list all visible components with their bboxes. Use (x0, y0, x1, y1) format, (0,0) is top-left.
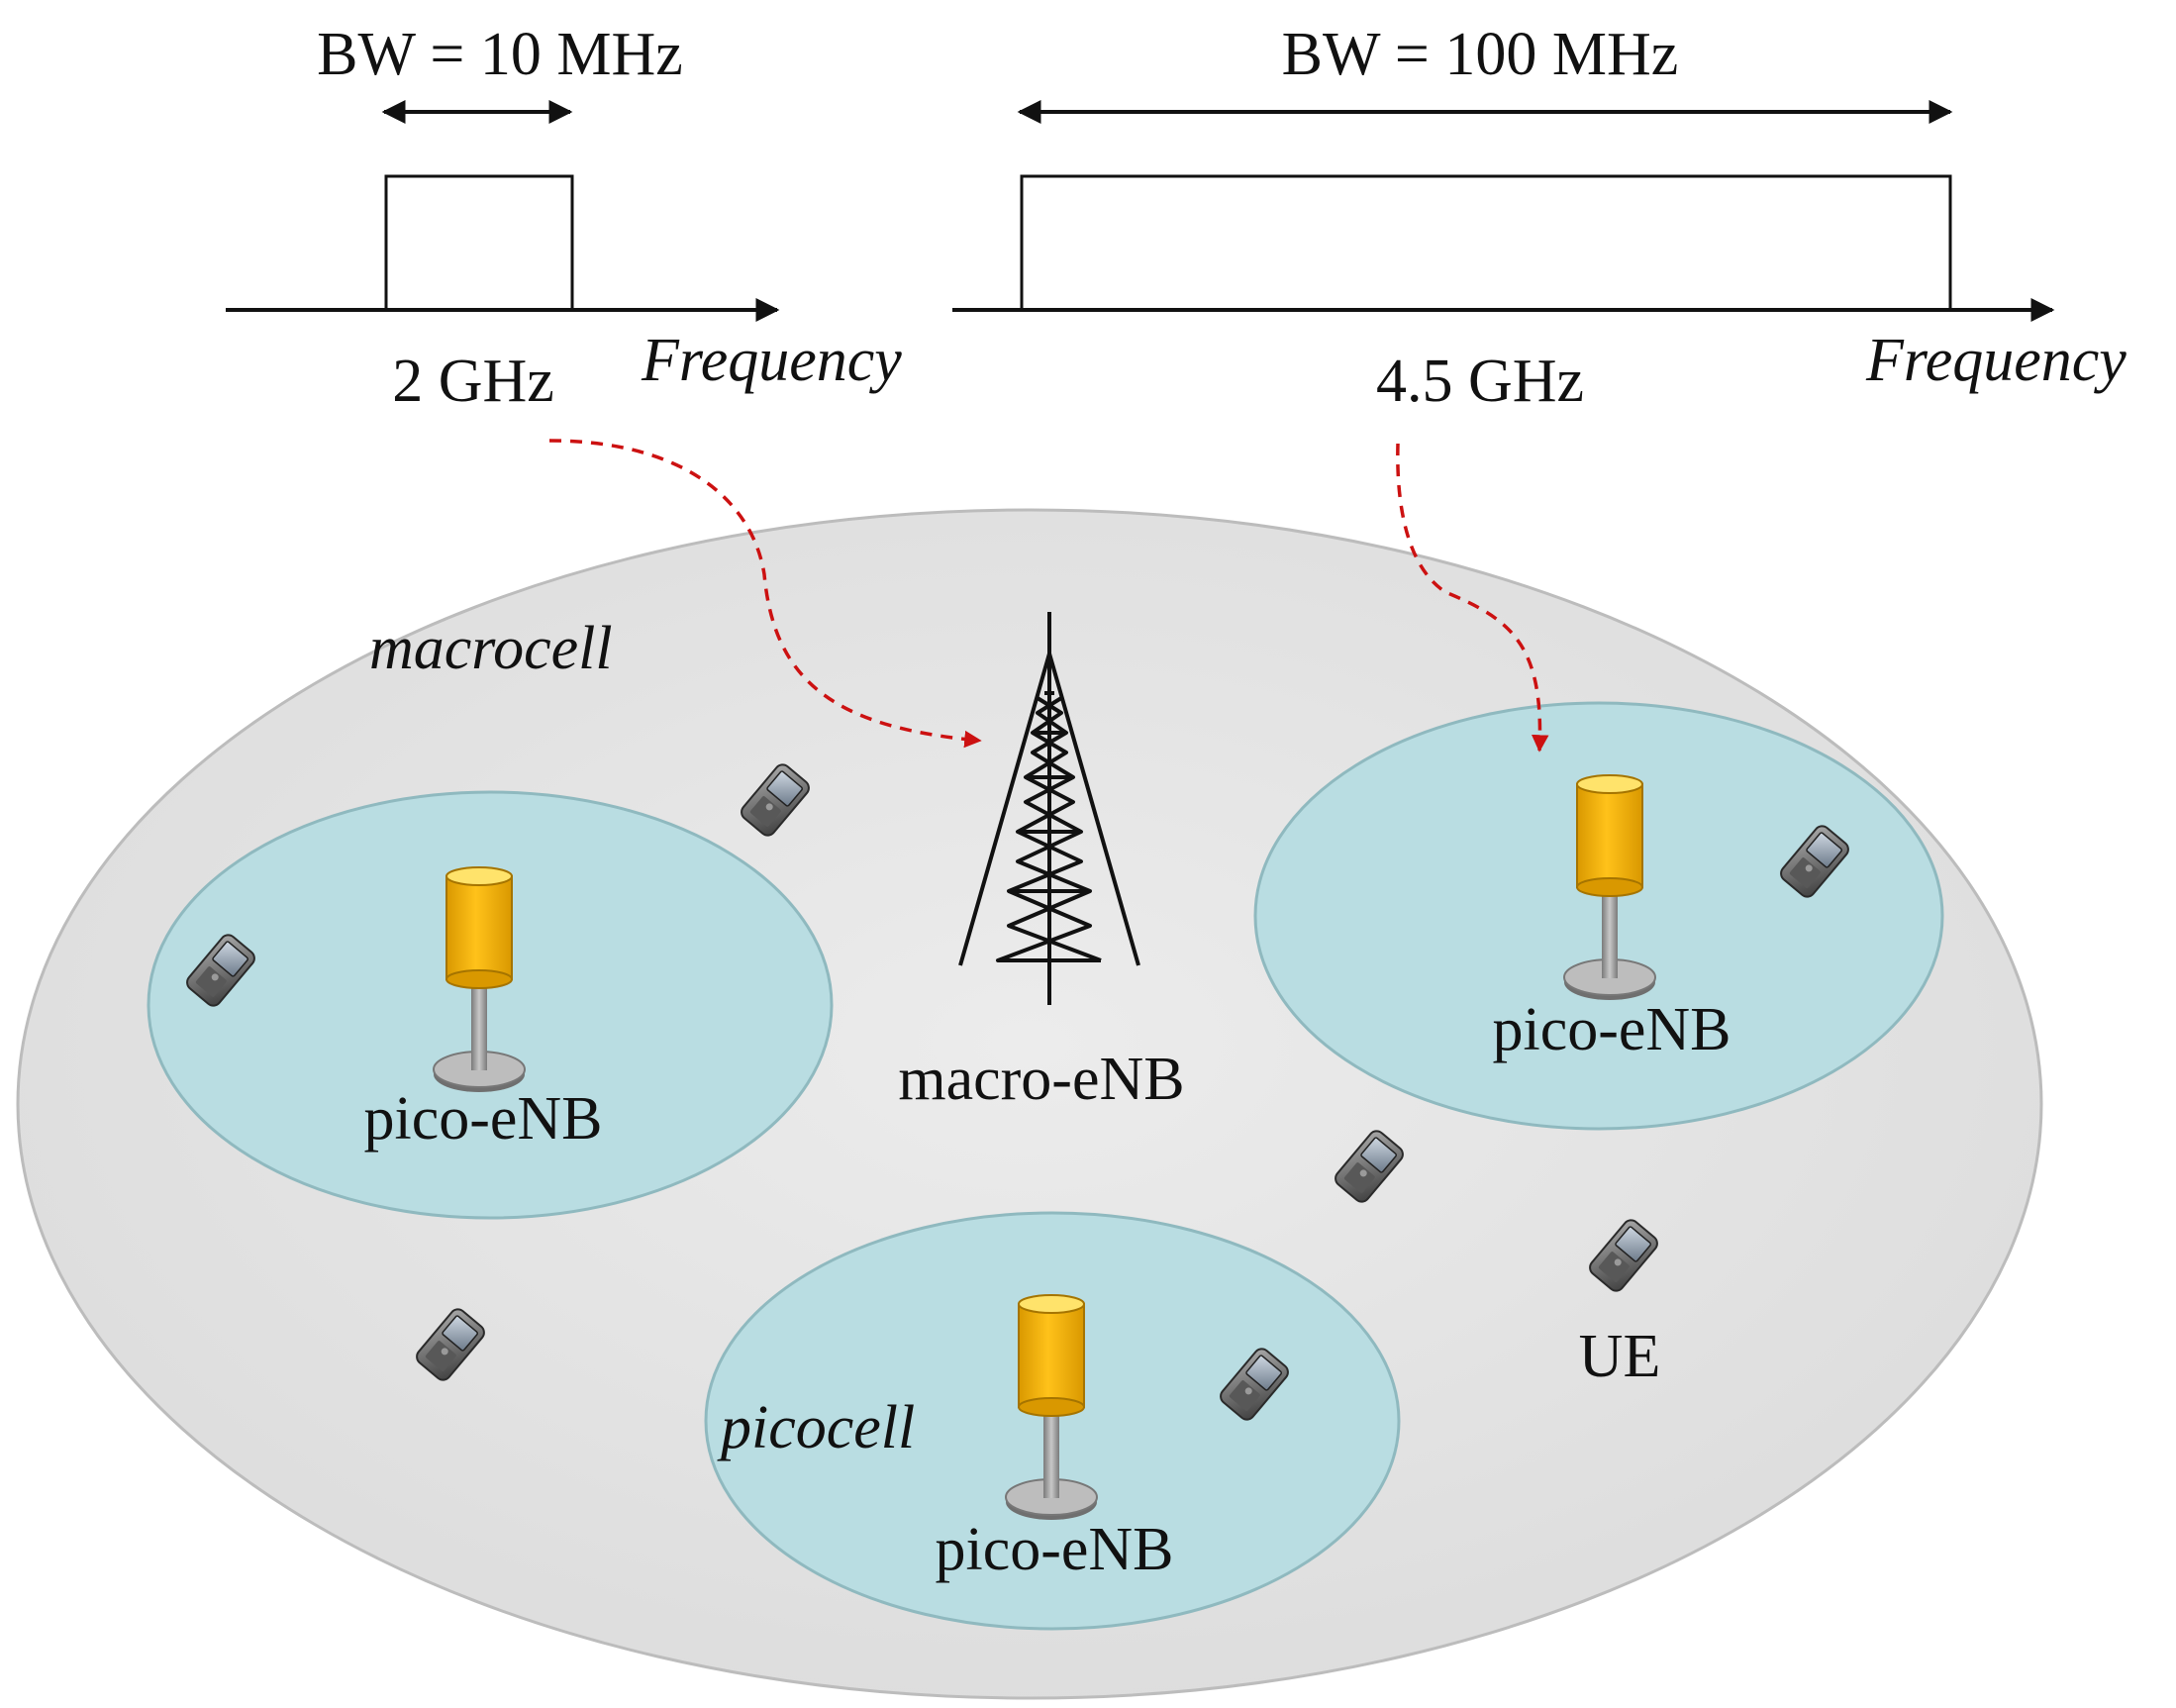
macrocell-label: macrocell (369, 615, 613, 682)
pico-antenna-icon (433, 866, 526, 1093)
frequency-axis-label-left: Frequency (641, 327, 902, 394)
bandwidth-label-right: BW = 100 MHz (1282, 21, 1679, 88)
spectrum-block-left (384, 174, 574, 309)
carrier-arrow-4-5ghz (1396, 443, 1549, 753)
carrier-label-right: 4.5 GHz (1376, 348, 1584, 415)
pico-enb-bottom-label: pico-eNB (935, 1516, 1173, 1583)
pico-enb-left-label: pico-eNB (363, 1085, 602, 1153)
spectrum-block-right (1020, 174, 1952, 309)
picocell-label: picocell (717, 1394, 915, 1461)
macro-enb-label: macro-eNB (898, 1046, 1184, 1113)
pico-antenna-icon (1563, 774, 1656, 1001)
pico-enb-right-label: pico-eNB (1492, 996, 1731, 1063)
ue-label: UE (1579, 1323, 1661, 1390)
carrier-arrow-2ghz (548, 439, 982, 749)
pico-antenna-icon (1005, 1294, 1098, 1521)
spectrum-left: BW = 10 MHz 2 GHz Frequency (226, 21, 902, 415)
frequency-axis-label-right: Frequency (1865, 327, 2127, 394)
carrier-label-left: 2 GHz (392, 348, 554, 415)
picocell-right (1253, 701, 1944, 1131)
picocell-left (147, 790, 834, 1220)
bandwidth-label-left: BW = 10 MHz (317, 21, 683, 88)
spectrum-right: BW = 100 MHz 4.5 GHz Frequency (952, 21, 2127, 415)
cell-tower-icon (958, 612, 1140, 1005)
